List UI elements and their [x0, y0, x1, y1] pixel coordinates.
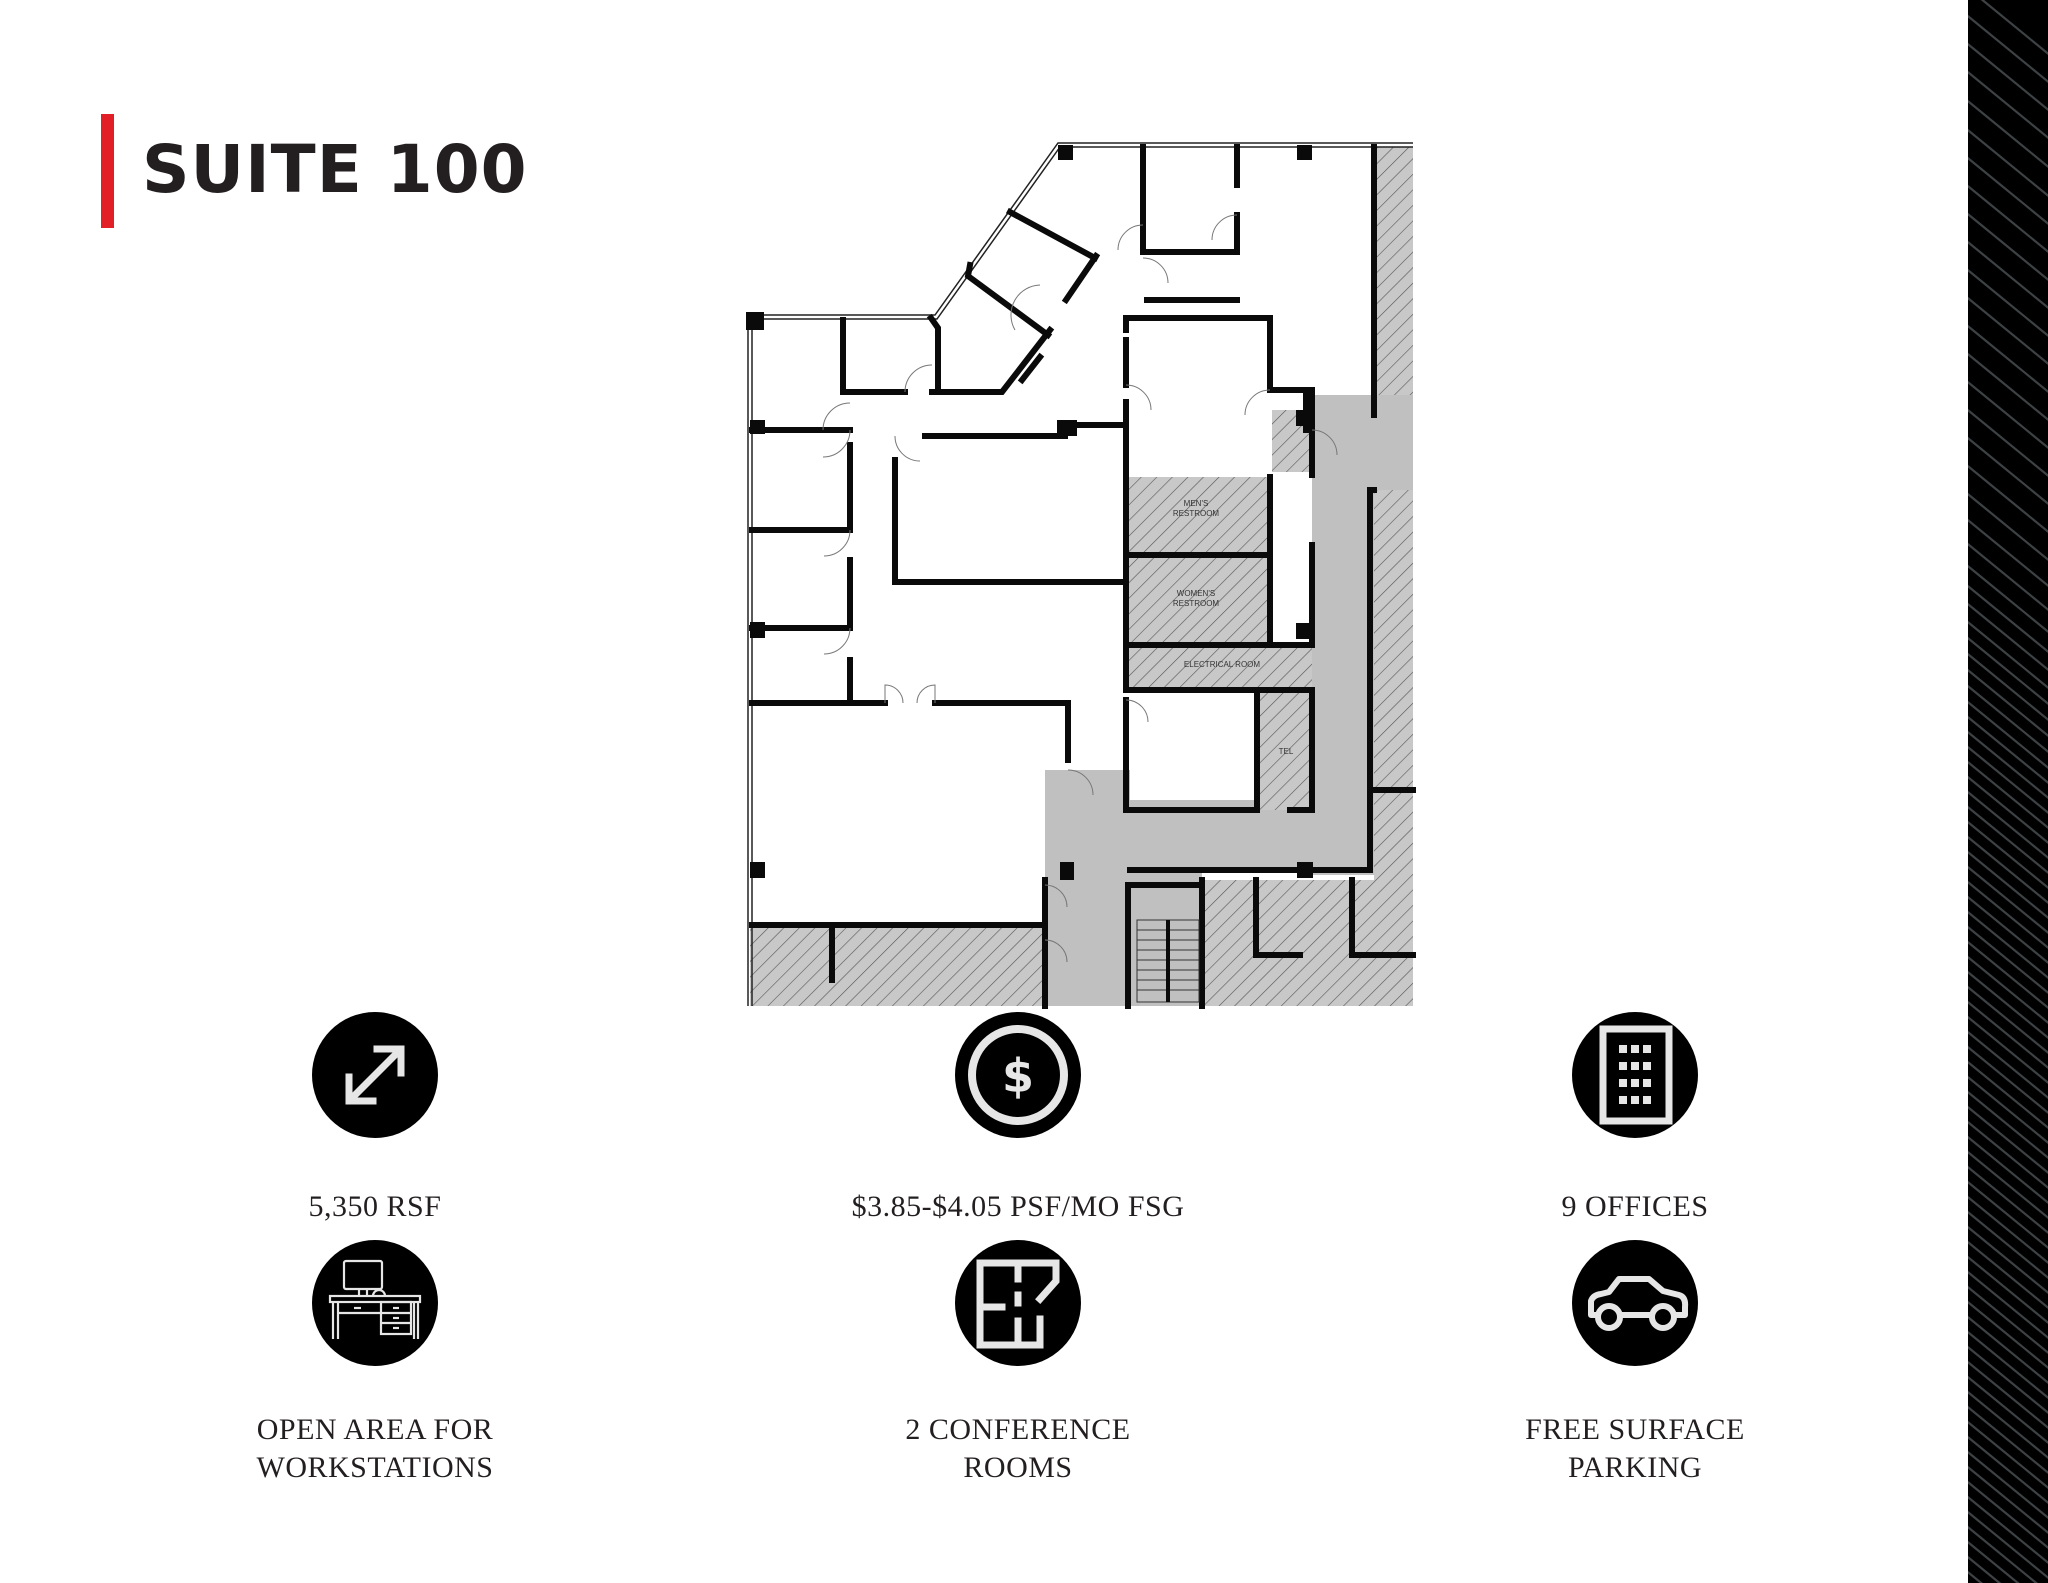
conference-caption-line-2: ROOMS: [963, 1451, 1073, 1484]
feature-price: $ $3.85-$4.05 PSF/MO FSG: [808, 1011, 1228, 1226]
svg-text:$: $: [1002, 1049, 1034, 1103]
hatched-areas: [750, 147, 1413, 1006]
car-icon: [1572, 1240, 1698, 1366]
page-title: SUITE 100: [142, 131, 528, 208]
mens-restroom-label: MEN'S: [1184, 499, 1209, 508]
womens-restroom-label: WOMEN'S: [1177, 589, 1215, 598]
dollar-coin-icon: $: [955, 1012, 1081, 1138]
open-area-caption-line-1: OPEN AREA FOR: [256, 1413, 494, 1446]
parking-caption-line-2: PARKING: [1567, 1451, 1703, 1484]
desk-workstation-icon: [312, 1240, 438, 1366]
columns: [746, 145, 1313, 880]
office-building-icon: [1572, 1012, 1698, 1138]
floor-plan: MEN'S RESTROOM WOMEN'S RESTROOM ELECTRIC…: [740, 135, 1420, 1010]
feature-offices: 9 OFFICES: [1425, 1011, 1845, 1226]
feature-parking: FREE SURFACE PARKING: [1425, 1239, 1845, 1487]
womens-restroom-label-2: RESTROOM: [1173, 599, 1220, 608]
stairs: [1136, 919, 1200, 1003]
floor-plan-icon: [955, 1240, 1081, 1366]
decorative-stripe-panel: [1968, 0, 2048, 1583]
floor-plan-drawing: MEN'S RESTROOM WOMEN'S RESTROOM ELECTRIC…: [746, 142, 1416, 1009]
price-caption: $3.85-$4.05 PSF/MO FSG: [851, 1190, 1185, 1223]
feature-rsf: 5,350 RSF: [165, 1011, 585, 1226]
feature-open-area: OPEN AREA FOR WORKSTATIONS: [165, 1239, 585, 1487]
door-swings: [822, 214, 1338, 963]
rsf-caption: 5,350 RSF: [308, 1190, 442, 1223]
title-accent-bar: [101, 114, 114, 228]
offices-caption: 9 OFFICES: [1561, 1190, 1709, 1223]
diagonal-stripes-pattern: [1968, 0, 2048, 1583]
parking-caption-line-1: FREE SURFACE: [1525, 1413, 1745, 1446]
mens-restroom-label-2: RESTROOM: [1173, 509, 1220, 518]
open-area-caption-line-2: WORKSTATIONS: [256, 1451, 494, 1484]
electrical-room-label: ELECTRICAL ROOM: [1184, 660, 1260, 669]
conference-caption-line-1: 2 CONFERENCE: [905, 1413, 1131, 1446]
tel-room-label: TEL: [1279, 747, 1294, 756]
feature-conference-rooms: 2 CONFERENCE ROOMS: [808, 1239, 1228, 1487]
resize-arrows-icon: [312, 1012, 438, 1138]
